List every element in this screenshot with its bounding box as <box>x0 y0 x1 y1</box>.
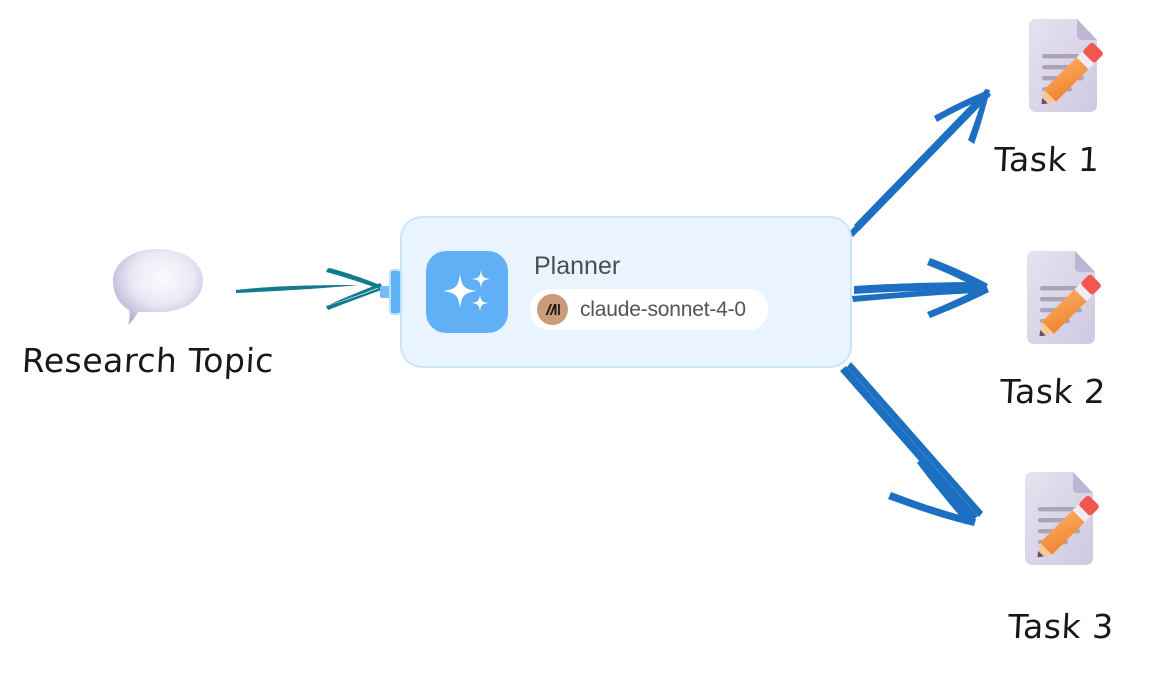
speech-balloon-emoji <box>113 249 203 325</box>
arrow-input-to-planner <box>236 268 384 310</box>
task-node-1[interactable] <box>1020 17 1104 115</box>
task-node-2-label: Task 2 <box>998 372 1107 411</box>
sparkles-icon <box>426 251 508 333</box>
task-node-2[interactable] <box>1018 249 1102 347</box>
task-node-1-label: Task 1 <box>992 140 1101 179</box>
model-name-label: claude-sonnet-4-0 <box>580 297 746 321</box>
task-node-3[interactable] <box>1016 470 1100 568</box>
memo-emoji <box>1025 472 1099 565</box>
input-node-label: Research Topic <box>20 341 275 380</box>
input-port-nub <box>380 286 391 298</box>
model-selector-chip[interactable]: claude-sonnet-4-0 <box>530 289 768 330</box>
planner-input-port[interactable] <box>389 269 402 315</box>
anthropic-logo-icon <box>537 294 568 325</box>
input-node[interactable] <box>108 243 208 327</box>
arrow-planner-to-task-2 <box>852 258 989 318</box>
task-node-3-label: Task 3 <box>1006 607 1115 646</box>
planner-card-body: Planner claude-sonnet-4-0 <box>530 254 768 330</box>
arrow-planner-to-task-1 <box>849 89 991 237</box>
planner-title: Planner <box>534 252 621 280</box>
planner-node[interactable]: Planner claude-sonnet-4-0 <box>380 216 852 368</box>
memo-emoji <box>1027 251 1101 344</box>
memo-emoji <box>1029 19 1103 112</box>
arrow-planner-to-task-3 <box>840 362 983 526</box>
